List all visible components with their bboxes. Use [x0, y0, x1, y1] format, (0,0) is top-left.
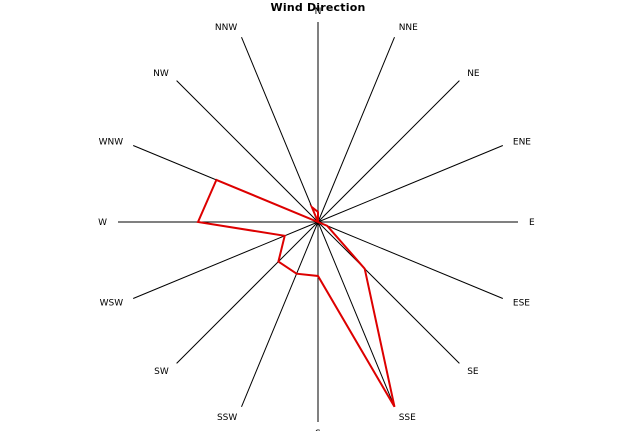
label-nw: NW	[153, 69, 169, 79]
spoke-wsw	[133, 221, 319, 299]
spoke-sw	[176, 221, 319, 364]
radar-series	[196, 178, 396, 408]
spoke-se	[317, 221, 460, 364]
chart-title: Wind Direction	[270, 1, 366, 14]
label-se: SE	[467, 367, 479, 377]
spoke-ssw	[241, 221, 319, 407]
label-s: S	[315, 429, 321, 431]
spoke-nne	[317, 37, 395, 223]
label-ene: ENE	[513, 137, 531, 147]
label-nne: NNE	[399, 23, 418, 33]
series-line-0	[196, 178, 396, 408]
spoke-ese	[317, 221, 503, 299]
spoke-nw	[176, 80, 319, 223]
label-n: N	[315, 7, 322, 17]
label-e: E	[529, 218, 535, 228]
radar-spokes	[118, 22, 518, 422]
label-w: W	[98, 218, 107, 228]
direction-labels: N NNE NE ENE E ESE SE SSE S SSW SW WSW W WNW NW NNW	[98, 7, 535, 431]
label-sse: SSE	[399, 413, 416, 423]
label-wsw: WSW	[100, 299, 124, 309]
spoke-nnw	[241, 37, 319, 223]
spoke-sse	[317, 221, 395, 407]
label-sw: SW	[154, 367, 169, 377]
label-ese: ESE	[513, 299, 530, 309]
spoke-ne	[317, 80, 460, 223]
label-ne: NE	[467, 69, 480, 79]
spoke-ene	[317, 145, 503, 223]
label-nnw: NNW	[215, 23, 237, 33]
label-wnw: WNW	[99, 137, 124, 147]
label-ssw: SSW	[217, 413, 237, 423]
